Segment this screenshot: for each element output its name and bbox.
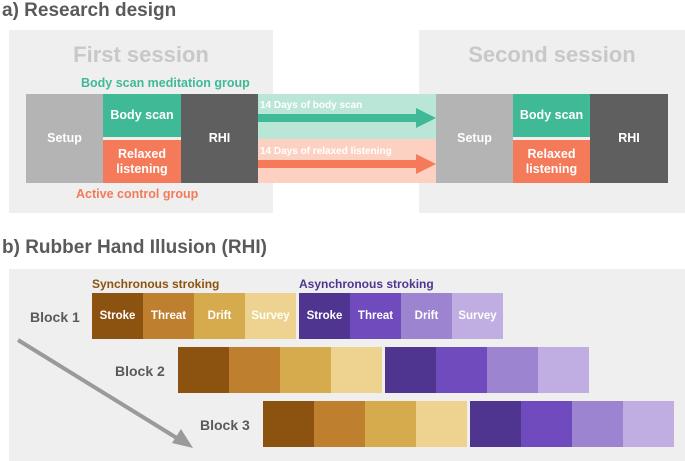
block-3-async-stroke bbox=[470, 401, 521, 447]
second-rhi-label: RHI bbox=[618, 131, 640, 146]
second-relaxed-listening-box: Relaxed listening bbox=[513, 140, 590, 183]
block-1-async-threat-label: Threat bbox=[357, 310, 394, 322]
block-2-async-threat bbox=[436, 347, 487, 393]
block-3-sync-drift bbox=[365, 401, 416, 447]
second-rhi-box: RHI bbox=[590, 94, 668, 183]
first-relaxed-listening-label: Relaxed listening bbox=[116, 147, 168, 176]
first-relaxed-listening-box: Relaxed listening bbox=[103, 140, 181, 183]
block-1-async-survey-label: Survey bbox=[458, 310, 497, 322]
meditation-arrow-label: 14 Days of body scan bbox=[260, 100, 363, 111]
block-1-sync-drift-label: Drift bbox=[207, 310, 232, 322]
second-setup-label: Setup bbox=[457, 131, 492, 146]
first-session-title: First session bbox=[73, 42, 209, 67]
block-2-async-survey bbox=[538, 347, 589, 393]
block-3-async-drift bbox=[572, 401, 623, 447]
block-1-async-drift: Drift bbox=[401, 293, 452, 339]
block-1-async-survey: Survey bbox=[452, 293, 503, 339]
block-1-sync-survey-label: Survey bbox=[251, 310, 290, 322]
block-1-sync-stroke: Stroke bbox=[92, 293, 143, 339]
second-body-scan-box: Body scan bbox=[513, 94, 590, 137]
block-1-sync-survey: Survey bbox=[245, 293, 296, 339]
meditation-group-label: Body scan meditation group bbox=[81, 76, 250, 90]
block-1-async-threat: Threat bbox=[350, 293, 401, 339]
block-1-async-stroke: Stroke bbox=[299, 293, 350, 339]
block-3-sync-survey bbox=[416, 401, 467, 447]
block-3-label: Block 3 bbox=[200, 417, 250, 433]
first-setup-box: Setup bbox=[26, 94, 103, 183]
second-relaxed-listening-label: Relaxed listening bbox=[525, 147, 578, 176]
control-arrow bbox=[258, 154, 436, 174]
block-1-async-drift-label: Drift bbox=[414, 310, 439, 322]
second-setup-box: Setup bbox=[436, 94, 513, 183]
block-2-sync-stroke bbox=[178, 347, 229, 393]
block-2-sync-drift bbox=[280, 347, 331, 393]
second-body-scan-label: Body scan bbox=[519, 108, 584, 123]
first-setup-label: Setup bbox=[47, 131, 82, 146]
block-1-sync-stroke-label: Stroke bbox=[99, 310, 136, 322]
block-2-sync-threat bbox=[229, 347, 280, 393]
block-2-async-stroke bbox=[385, 347, 436, 393]
block-3-async-survey bbox=[623, 401, 674, 447]
first-body-scan-box: Body scan bbox=[103, 94, 181, 137]
block-1-sync-threat-label: Threat bbox=[150, 310, 187, 322]
block-1-async-stroke-label: Stroke bbox=[306, 310, 343, 322]
block-1-label: Block 1 bbox=[30, 309, 80, 325]
second-session-title: Second session bbox=[468, 42, 636, 67]
block-2-async-drift bbox=[487, 347, 538, 393]
synchronous-stroking-label: Synchronous stroking bbox=[92, 277, 220, 291]
first-body-scan-label: Body scan bbox=[110, 108, 174, 123]
control-arrow-label: 14 Days of relaxed listening bbox=[260, 146, 392, 157]
block-3-sync-stroke bbox=[263, 401, 314, 447]
block-1-sync-drift: Drift bbox=[194, 293, 245, 339]
block-2-sync-survey bbox=[331, 347, 382, 393]
first-rhi-box: RHI bbox=[181, 94, 258, 183]
meditation-arrow bbox=[258, 108, 436, 128]
block-1-sync-threat: Threat bbox=[143, 293, 194, 339]
block-3-sync-threat bbox=[314, 401, 365, 447]
section-a-title: a) Research design bbox=[2, 0, 177, 21]
control-group-label: Active control group bbox=[76, 187, 199, 201]
first-rhi-label: RHI bbox=[208, 131, 231, 146]
section-b-title: b) Rubber Hand Illusion (RHI) bbox=[2, 237, 267, 258]
block-3-async-threat bbox=[521, 401, 572, 447]
asynchronous-stroking-label: Asynchronous stroking bbox=[299, 277, 434, 291]
block-2-label: Block 2 bbox=[115, 363, 165, 379]
